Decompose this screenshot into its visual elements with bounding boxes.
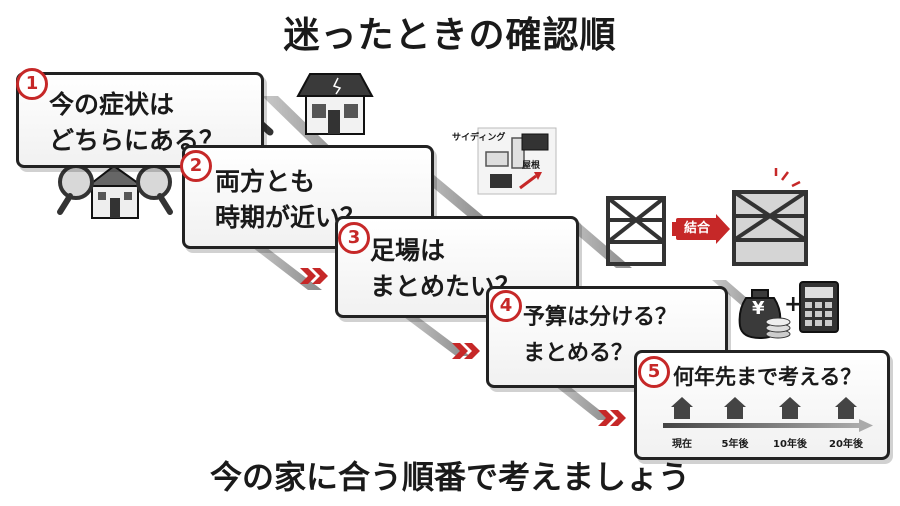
step-5-line1: 何年先まで考える？: [673, 365, 862, 389]
step-card-5: 何年先まで考える？ 現在 5年後 10年後 20年後: [634, 350, 890, 460]
emphasis-lines: [774, 168, 801, 188]
step-3-number-badge: 3: [338, 222, 370, 254]
footer-message: 今の家に合う順番で考えましょう: [209, 458, 690, 496]
house-roof-damage-icon: [296, 73, 374, 135]
home-icon: [835, 397, 857, 419]
step-4-number-badge: 4: [490, 290, 522, 322]
roof-label: 屋根: [522, 161, 541, 171]
combined-scaffold-icon: [732, 190, 808, 266]
single-scaffold-icon: [606, 196, 666, 266]
step-2-line1: 両方とも: [215, 167, 316, 196]
money-bag-icon: [738, 289, 791, 340]
calculator-icon: [799, 281, 839, 333]
home-icon: [779, 397, 801, 419]
timeline-label-10y: 10年後: [773, 439, 807, 450]
timeline-label-5y: 5年後: [721, 439, 749, 450]
step-card-3: 足場は まとめたい？: [335, 216, 579, 318]
timeline-graphic: [663, 397, 873, 432]
home-icon: [671, 397, 693, 419]
siding-label: サイディング: [452, 133, 506, 143]
combine-badge: 結合: [676, 218, 718, 240]
step-4-line1: 予算は分ける？: [523, 305, 678, 330]
step-1-line1: 今の症状は: [49, 90, 175, 119]
step-card-4: 予算は分ける？ まとめる？: [486, 286, 728, 388]
step-3-line1: 足場は: [370, 236, 446, 265]
page-title: 迷ったときの確認順: [283, 15, 617, 56]
siding-roof-sheet-icon: [477, 127, 557, 195]
step-2-number-badge: 2: [180, 150, 212, 182]
plus-sign: +: [784, 292, 803, 317]
step-5-number-badge: 5: [638, 356, 670, 388]
yen-symbol: ¥: [752, 298, 765, 319]
step-4-line2: まとめる？: [523, 341, 634, 366]
step-1-number-badge: 1: [16, 68, 48, 100]
home-icon: [724, 397, 746, 419]
timeline-label-now: 現在: [672, 439, 692, 450]
house-inspection-icon: [57, 164, 173, 219]
timeline-label-20y: 20年後: [829, 439, 863, 450]
chevron-arrows: [300, 268, 626, 426]
